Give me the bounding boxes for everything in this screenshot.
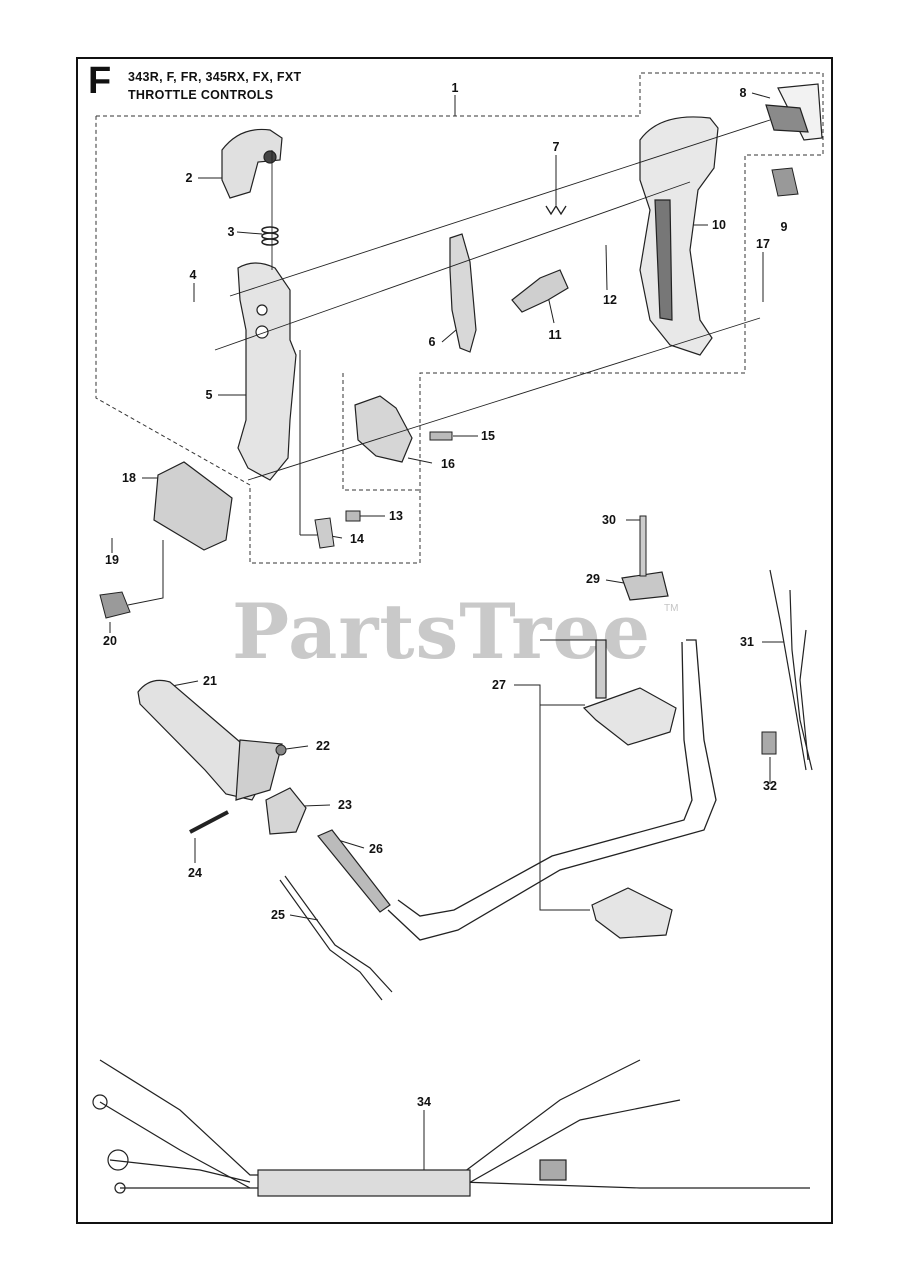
callout-26: 26 <box>369 841 383 856</box>
part-21-grip-handle <box>137 679 283 801</box>
callout-7: 7 <box>552 139 560 154</box>
part-18-cover <box>153 461 233 551</box>
handlebar-tube <box>387 639 717 941</box>
callout-5: 5 <box>205 387 213 402</box>
callout-20: 20 <box>103 633 117 648</box>
callout-18: 18 <box>122 470 136 485</box>
diagram-title: THROTTLE CONTROLS <box>128 88 274 102</box>
callout-12: 12 <box>603 292 617 307</box>
callout-17: 17 <box>756 236 770 251</box>
part-9-switch <box>771 167 799 197</box>
callout-13: 13 <box>389 508 403 523</box>
callout-8: 8 <box>739 85 747 100</box>
part-20-switch <box>99 591 131 619</box>
callout-30: 30 <box>602 512 616 527</box>
part-25-wire <box>279 875 393 1001</box>
callout-10: 10 <box>712 217 726 232</box>
group-16-boundary <box>342 373 420 491</box>
part-29-clamp-plate <box>621 571 669 601</box>
callout-25: 25 <box>271 907 285 922</box>
watermark-text: PartsTree <box>232 587 652 676</box>
part-10-handle-housing <box>639 116 719 356</box>
part-14-clip <box>314 517 335 549</box>
part-13-screw <box>345 510 361 522</box>
part-3-spring <box>261 226 279 246</box>
diagram-header: 343R, F, FR, 345RX, FX, FXT THROTTLE CON… <box>128 68 301 104</box>
part-32-clip <box>761 731 777 755</box>
group-1-boundary <box>95 72 824 564</box>
callout-15: 15 <box>481 428 495 443</box>
callout-2: 2 <box>185 170 193 185</box>
part-27-clamp-assembly <box>582 639 677 939</box>
part-6-throttle-trigger <box>449 233 477 353</box>
callout-27: 27 <box>492 677 506 692</box>
part-2-handle-cap <box>221 128 283 199</box>
watermark-trademark: TM <box>664 603 679 614</box>
callout-19: 19 <box>105 552 119 567</box>
callout-16: 16 <box>441 456 455 471</box>
model-list: 343R, F, FR, 345RX, FX, FXT <box>128 70 302 84</box>
assembly-guide-lines <box>214 119 771 481</box>
callout-9: 9 <box>780 219 788 234</box>
callout-3: 3 <box>227 224 235 239</box>
section-letter: F <box>88 60 112 102</box>
leader-lines <box>109 92 784 1173</box>
part-23-clamp <box>265 787 307 835</box>
group-boundaries <box>95 72 824 564</box>
part-22-nut <box>275 744 287 756</box>
callout-31: 31 <box>740 634 754 649</box>
callout-14: 14 <box>350 531 364 546</box>
callout-4: 4 <box>189 267 197 282</box>
diagram-frame <box>76 57 833 1224</box>
callout-1: 1 <box>451 80 459 95</box>
callout-24: 24 <box>188 865 202 880</box>
callout-34: 34 <box>417 1094 431 1109</box>
part-15-screw <box>429 431 453 441</box>
callout-11: 11 <box>548 327 562 342</box>
part-34-wire-harness <box>92 1059 810 1197</box>
part-26-bracket <box>317 829 391 913</box>
callout-23: 23 <box>338 797 352 812</box>
part-7-spring <box>545 204 567 216</box>
part-24-screw <box>189 810 229 834</box>
callout-32: 32 <box>763 778 777 793</box>
part-16-lever-assembly <box>354 395 413 463</box>
callout-21: 21 <box>203 673 217 688</box>
part-30-screw <box>639 515 647 577</box>
part-31-wire <box>769 569 813 771</box>
part-11-lock-lever <box>511 269 569 313</box>
callout-22: 22 <box>316 738 330 753</box>
part-8-grip-cap <box>765 83 823 141</box>
part-5-handle-housing <box>237 262 297 481</box>
callout-29: 29 <box>586 571 600 586</box>
callout-6: 6 <box>428 334 436 349</box>
